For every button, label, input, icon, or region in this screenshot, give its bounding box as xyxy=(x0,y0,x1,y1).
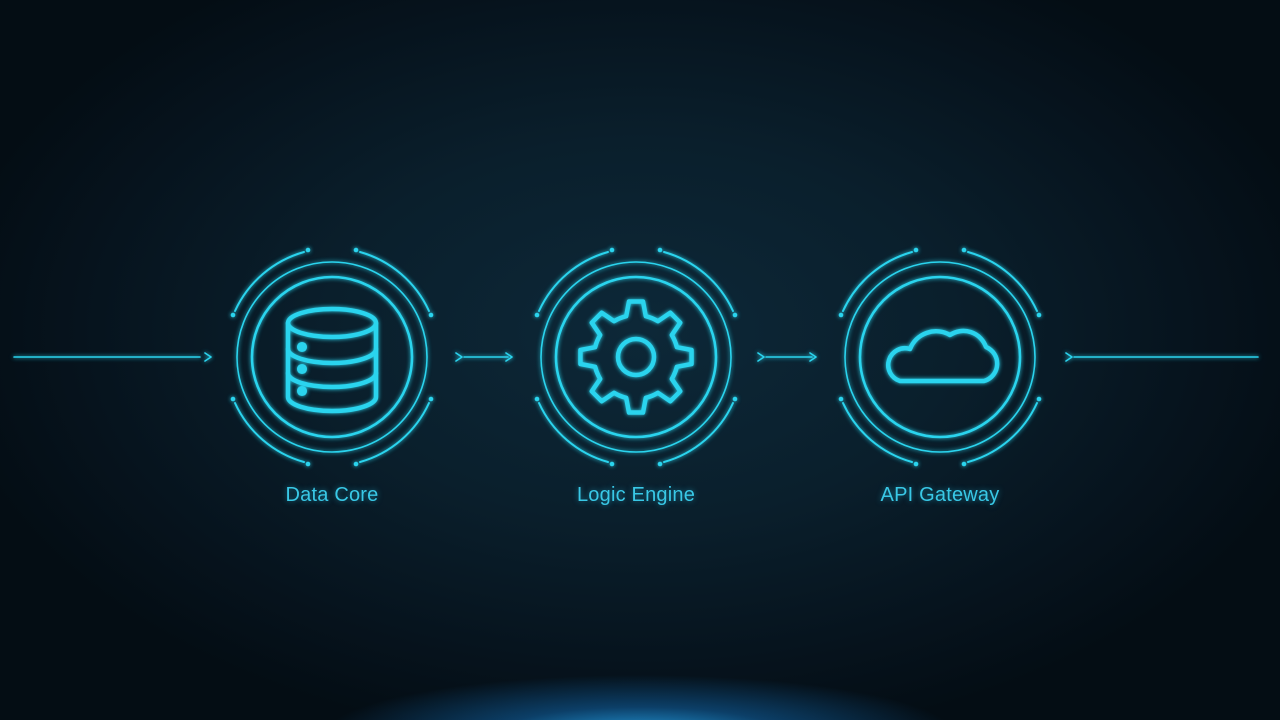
node-label-api-gateway: API Gateway xyxy=(880,484,1000,506)
node-label-logic-engine: Logic Engine xyxy=(576,484,696,506)
cloud-icon xyxy=(886,328,1000,384)
node-label-data-core: Data Core xyxy=(285,484,379,506)
outer-arcs xyxy=(234,251,430,463)
connector-right xyxy=(1065,352,1259,362)
node-data-core xyxy=(230,247,434,467)
connector-2-3 xyxy=(757,352,817,362)
connector-left xyxy=(13,352,212,362)
outer-arcs xyxy=(538,251,734,463)
inner-ring xyxy=(250,275,414,439)
node-logic-engine xyxy=(534,247,738,467)
database-icon xyxy=(285,306,379,414)
middle-ring xyxy=(540,261,732,453)
outer-arcs xyxy=(842,251,1038,463)
gear-icon xyxy=(578,299,694,415)
middle-ring xyxy=(844,261,1036,453)
node-api-gateway xyxy=(838,247,1042,467)
middle-ring xyxy=(236,261,428,453)
inner-ring xyxy=(554,275,718,439)
connector-1-2 xyxy=(455,352,513,362)
inner-ring xyxy=(858,275,1022,439)
